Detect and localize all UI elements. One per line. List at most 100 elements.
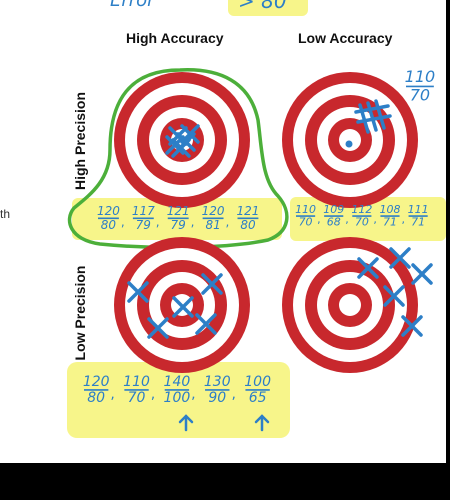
fraction-bottom: 81 — [205, 218, 220, 232]
x-stroke — [201, 273, 223, 295]
fraction-top: 130 — [204, 374, 231, 390]
comma: , — [110, 387, 114, 403]
blue-hash-cluster — [354, 99, 392, 134]
blue-dot — [345, 140, 353, 148]
fraction-top: 140 — [164, 374, 191, 390]
fraction-top: 100 — [244, 374, 271, 390]
target-ring — [339, 294, 361, 316]
x-stroke — [172, 296, 194, 318]
column-title-high-accuracy: High Accuracy — [126, 30, 224, 46]
x-stroke — [127, 281, 149, 303]
fraction-top: 121 — [167, 204, 190, 218]
blue-x-mark — [389, 247, 411, 269]
up-arrow — [178, 414, 194, 432]
blue-x-mark — [165, 135, 185, 155]
fraction-bottom: 80 — [87, 390, 105, 406]
comma: , — [373, 213, 377, 226]
x-stroke — [411, 263, 433, 285]
fraction-top: 120 — [83, 374, 110, 390]
fraction-bottom: 90 — [208, 390, 226, 406]
fraction-top: 110 — [123, 374, 150, 390]
fraction-top: 111 — [408, 203, 429, 216]
hash-stroke — [356, 114, 392, 124]
comma: , — [151, 387, 155, 403]
comma: , — [156, 215, 160, 229]
fraction-bottom: 71 — [411, 216, 425, 229]
comma: , — [191, 215, 195, 229]
x-stroke — [165, 135, 185, 155]
top-scribble-text: Error — [110, 0, 156, 11]
fraction-top: 120 — [97, 204, 120, 218]
up-arrow — [254, 414, 270, 432]
comma: , — [226, 215, 230, 229]
comma: , — [402, 213, 406, 226]
x-stroke — [180, 124, 200, 144]
fraction-bottom: 100 — [164, 390, 191, 406]
column-title-low-accuracy: Low Accuracy — [298, 30, 393, 46]
x-stroke — [383, 285, 405, 307]
fraction-top: 117 — [132, 204, 155, 218]
fraction-top: 109 — [323, 203, 344, 216]
fraction-top: 120 — [202, 204, 225, 218]
fraction-bottom: 79 — [136, 218, 151, 232]
blue-x-mark — [411, 263, 433, 285]
fraction-bottom: 71 — [383, 216, 397, 229]
target-ring — [339, 129, 361, 151]
x-stroke — [401, 315, 423, 337]
highlight-hp-la — [290, 197, 446, 241]
targets-diagram: 1107012080,11779,12179,12081,1218011070,… — [67, 67, 446, 438]
fraction-bottom: 70 — [410, 85, 430, 104]
comma: , — [345, 213, 349, 226]
blue-x-mark — [357, 257, 379, 279]
blue-x-mark — [383, 285, 405, 307]
hash-stroke — [374, 99, 386, 130]
fraction-top: 110 — [295, 203, 316, 216]
comma: , — [317, 213, 321, 226]
fraction-top: 121 — [237, 204, 260, 218]
top-value-text: > 80 — [238, 0, 287, 13]
comma: , — [191, 387, 195, 403]
top-highlight — [228, 0, 308, 16]
fraction-top: 108 — [379, 203, 400, 216]
fraction-top: 110 — [405, 67, 436, 86]
arrow-head — [178, 414, 194, 424]
blue-x-mark — [127, 281, 149, 303]
fraction-bottom: 70 — [355, 216, 369, 229]
hash-stroke — [366, 101, 378, 132]
blue-x-mark — [147, 317, 169, 339]
x-stroke — [357, 257, 379, 279]
fraction-bottom: 79 — [171, 218, 186, 232]
blue-x-mark — [195, 313, 217, 335]
blue-x-mark — [201, 273, 223, 295]
target-low-accuracy-high-precision — [282, 72, 418, 208]
x-stroke — [147, 317, 169, 339]
comma: , — [121, 215, 125, 229]
x-stroke — [171, 138, 191, 158]
fraction-bottom: 70 — [299, 216, 313, 229]
left-margin-text: th — [0, 207, 11, 221]
hash-stroke — [354, 104, 390, 114]
blue-x-mark — [172, 296, 194, 318]
x-stroke — [389, 247, 411, 269]
fraction-bottom: 80 — [101, 218, 117, 232]
highlight-lp-ha — [67, 362, 290, 438]
x-stroke — [195, 313, 217, 335]
fraction-bottom: 80 — [240, 218, 256, 232]
comma: , — [231, 387, 235, 403]
